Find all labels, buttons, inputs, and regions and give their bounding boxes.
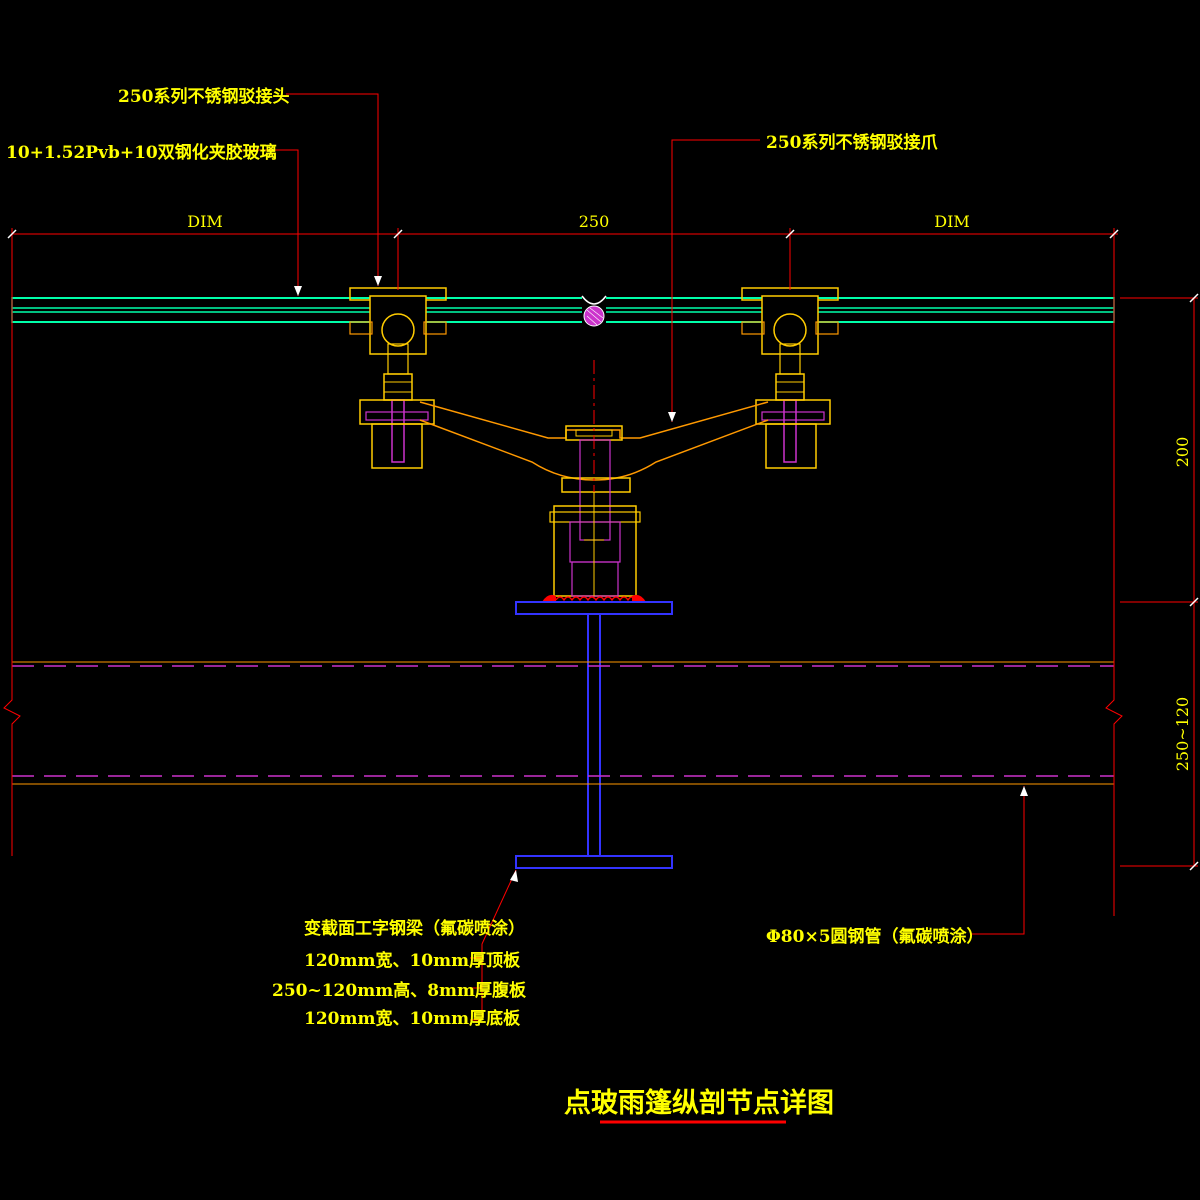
label-beam-title: 变截面工字钢梁（氟碳喷涂） [304,918,525,939]
pivot-head-right [741,287,839,469]
dim-vertical-lower-label: 250~120 [1173,697,1192,771]
label-beam-spec-3: 120mm宽、10mm厚底板 [304,1008,521,1029]
dim-middle-label: 250 [579,212,610,231]
label-pipe: Φ80×5圆钢管（氟碳喷涂） [766,926,984,947]
label-pivot-claw: 250系列不锈钢驳接爪 [766,132,938,153]
leader-arrows [294,276,1028,882]
break-line-right [1105,240,1123,916]
label-glass: 10+1.52Pvb+10双钢化夹胶玻璃 [6,142,277,163]
steel-pipe [12,661,1114,785]
label-beam-spec-2: 250~120mm高、8mm厚腹板 [272,980,527,1001]
drawing-title: 点玻雨篷纵剖节点详图 [564,1087,834,1119]
glass-panel [11,297,1115,323]
label-beam-spec-1: 120mm宽、10mm厚顶板 [304,950,521,971]
dim-vertical-upper-label: 200 [1173,437,1192,468]
leader-lines [242,93,1025,1021]
weld [542,594,646,602]
dimension-horizontal [7,228,1119,290]
dimension-vertical [1120,293,1199,871]
dim-left-label: DIM [187,212,223,231]
dim-right-label: DIM [934,212,970,231]
i-beam [515,601,673,869]
label-pivot-head: 250系列不锈钢驳接头 [118,86,290,107]
break-line-left [3,240,21,856]
pivot-head-left [349,287,447,469]
silicone-joint [581,295,607,327]
claw-post [549,360,641,600]
